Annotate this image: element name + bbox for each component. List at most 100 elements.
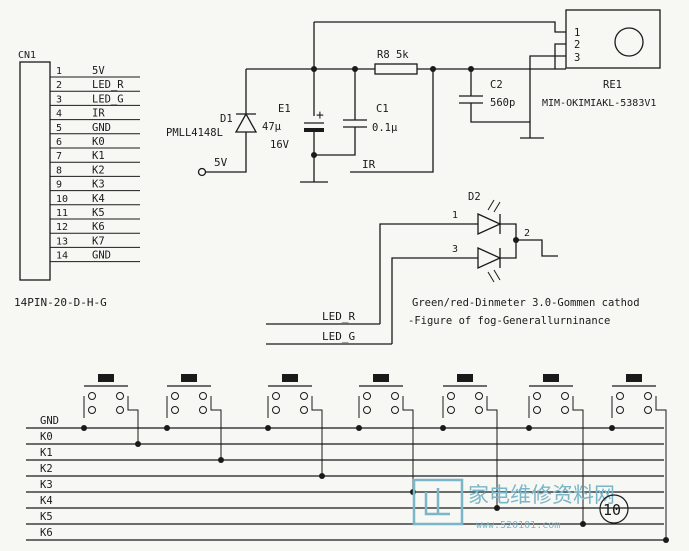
r8-label: R8 5k	[377, 49, 409, 61]
switch-wire	[166, 396, 222, 460]
connector-pin-number: 1	[56, 66, 62, 77]
c2-ref: C2	[490, 79, 503, 91]
wire-led-green	[391, 257, 478, 344]
c1-ref: C1	[376, 103, 389, 115]
switch-actuator	[98, 374, 114, 382]
junction	[440, 425, 446, 431]
switch-wire	[358, 396, 414, 492]
ir-filter-circuit: R8 5k 5V D1 PMLL4148L + E1 47μ 16V C1 0.…	[166, 21, 566, 183]
switch-wire	[442, 396, 498, 508]
junction	[135, 441, 141, 447]
connector-pin-net: K3	[92, 179, 105, 191]
switch-contact	[272, 392, 280, 400]
switch-actuator	[457, 374, 473, 382]
ir-label: IR	[362, 158, 376, 171]
switch-contact	[272, 406, 280, 414]
connector-pin-net: K4	[92, 193, 105, 205]
led-caption: Green/red-Dinmeter 3.0-Gommen cathod	[412, 297, 640, 309]
keypad-net-label: K4	[40, 495, 53, 507]
switch-contact	[533, 406, 541, 414]
switch-contact	[88, 392, 96, 400]
page-number-badge	[599, 494, 629, 524]
receiver-pin: 3	[574, 52, 580, 64]
tactile-switch	[440, 374, 500, 511]
junction	[609, 425, 615, 431]
switch-contact	[391, 406, 399, 414]
switch-contact	[300, 392, 308, 400]
wire-led-red	[379, 223, 478, 324]
led-d2: D2 1 3 2 Green/red-Dinmeter 3.0-Gommen c…	[266, 191, 640, 345]
connector-pin-net: K7	[92, 235, 105, 247]
keypad-bus-lines	[26, 427, 664, 541]
d1-ref: D1	[220, 113, 233, 125]
switch-contact	[561, 392, 569, 400]
connector-pin-number: 7	[56, 151, 62, 162]
connector-part: 14PIN-20-D-H-G	[14, 296, 107, 309]
led-emit-icon	[487, 269, 501, 283]
led-pin: 2	[524, 228, 530, 239]
connector-pin-number: 3	[56, 94, 62, 105]
connector-pin-number: 5	[56, 123, 62, 134]
capacitor-c1	[343, 119, 367, 128]
switch-contact	[644, 392, 652, 400]
connector-pin-number: 11	[56, 208, 68, 219]
receiver-pin: 2	[574, 39, 580, 51]
switch-contact	[363, 392, 371, 400]
switch-contact	[116, 392, 124, 400]
connector-pin-number: 13	[56, 236, 68, 247]
switch-actuator	[543, 374, 559, 382]
switch-contact	[644, 406, 652, 414]
led-pin: 1	[452, 210, 458, 221]
keypad-buttons	[81, 374, 669, 543]
connector-pin-number: 12	[56, 222, 68, 233]
switch-contact	[199, 392, 207, 400]
ground-symbol	[520, 122, 544, 139]
e1-value: 47μ	[262, 121, 282, 133]
net-label-led-r: LED_R	[322, 310, 355, 323]
tactile-switch	[164, 374, 224, 463]
c2-value: 560p	[490, 97, 515, 109]
wire-d1-5v	[206, 132, 247, 173]
connector-pin-number: 8	[56, 165, 62, 176]
switch-contact	[616, 392, 624, 400]
switch-contact	[88, 406, 96, 414]
tactile-switch	[526, 374, 586, 527]
wire-ir-net	[350, 69, 434, 173]
connector-pin-number: 4	[56, 109, 62, 120]
connector-pin-net: K0	[92, 136, 105, 148]
d1-symbol	[234, 112, 258, 133]
connector-pin-net: GND	[92, 250, 111, 262]
keypad-net-label: K2	[40, 463, 53, 475]
switch-contact	[363, 406, 371, 414]
switch-contact	[561, 406, 569, 414]
receiver-lens-icon	[614, 27, 644, 57]
supply-terminal	[197, 167, 207, 177]
keypad-net-label: K5	[40, 511, 53, 523]
receiver-pin: 1	[574, 27, 580, 39]
junction	[265, 425, 271, 431]
keypad-net-label: K1	[40, 447, 53, 459]
junction	[311, 152, 317, 158]
page-number: 10	[603, 501, 621, 519]
connector-body	[19, 61, 51, 281]
junction	[494, 505, 500, 511]
wire-top-bus	[314, 21, 566, 33]
junction	[356, 425, 362, 431]
connector-pin-net: GND	[92, 122, 111, 134]
tactile-switch	[265, 374, 325, 479]
connector-pin-net: K1	[92, 150, 105, 162]
switch-contact	[171, 406, 179, 414]
led-caption: -Figure of fog-Generallurninance	[408, 315, 610, 327]
connector-ref: CN1	[18, 50, 36, 61]
junction	[663, 537, 669, 543]
receiver-re1: 1 2 3 RE1 MIM-OKIMIAKL-5383V1	[542, 9, 661, 109]
e1-ref: E1	[278, 103, 291, 115]
keypad-net-label: K3	[40, 479, 53, 491]
keypad-net-label: GND	[40, 415, 59, 427]
connector-pin-net: K2	[92, 164, 105, 176]
connector-pin-net: K6	[92, 221, 105, 233]
tactile-switch	[81, 374, 141, 447]
watermark-logo-icon	[412, 478, 464, 526]
junction	[319, 473, 325, 479]
